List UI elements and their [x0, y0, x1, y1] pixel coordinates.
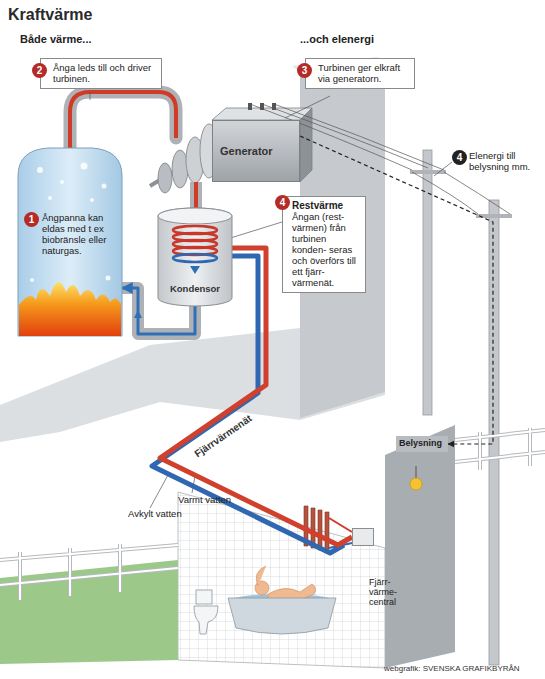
node-text: Ångpanna kan eldas med t ex biobränsle e…	[18, 148, 122, 256]
connector	[152, 248, 352, 553]
fence	[455, 428, 545, 470]
lighting-panel: Belysning	[396, 436, 448, 452]
credit-line: webgrafik: SVENSKA GRAFIKBYRÅN	[384, 664, 520, 673]
cylinder-top	[158, 208, 232, 224]
toilet-tank	[196, 590, 212, 604]
generator-box: Generator	[212, 120, 300, 182]
fence	[0, 544, 178, 600]
boiler-body	[18, 148, 122, 336]
pipe-label: Avkylt vatten	[128, 508, 182, 519]
bubble	[30, 278, 34, 282]
component-label: Generator	[213, 121, 299, 157]
house-wall	[385, 425, 455, 668]
power-pole	[489, 200, 499, 665]
leader-line	[90, 92, 452, 508]
fence	[455, 428, 545, 470]
section-heading: ...och elenergi	[300, 33, 374, 45]
cylinder-body	[158, 208, 232, 306]
bubble	[106, 276, 111, 281]
condenser-coil	[173, 226, 217, 234]
condenser-coil	[173, 240, 217, 248]
diagram-title: Kraftvärme	[8, 6, 92, 24]
turbine-disc	[172, 150, 188, 188]
node-text: Ånga leds till och driver turbinen.	[53, 62, 156, 84]
flow-arrow	[190, 266, 200, 274]
condenser-coil	[173, 254, 217, 262]
bubble	[48, 196, 52, 200]
callout-box: Turbinen ger elkraft via generatorn.	[305, 58, 415, 89]
fire	[19, 282, 121, 336]
power-pole	[423, 150, 432, 415]
fence	[0, 544, 178, 600]
node-text: Ångan (rest- värmen) från turbinen konde…	[292, 211, 361, 288]
turbine-outlet-pipe	[190, 182, 202, 212]
generator-side	[300, 108, 312, 182]
steam-flow	[70, 92, 176, 152]
node-text: Turbinen ger elkraft via generatorn.	[318, 62, 409, 84]
condenser-coil	[173, 233, 217, 241]
toilet-bowl	[194, 606, 218, 634]
turbine-disc	[158, 163, 172, 193]
bather-body	[256, 566, 315, 600]
turbine-outlet-flow	[194, 182, 198, 212]
bubble	[60, 180, 64, 184]
bubble	[102, 184, 107, 189]
bubble	[37, 167, 43, 173]
condenser-coil	[173, 247, 217, 255]
section-heading: Både värme...	[20, 33, 92, 45]
lamp-bracket	[416, 466, 417, 478]
callout-number: 4	[452, 150, 467, 165]
bubble	[90, 198, 94, 202]
heating-substation: Fjärr- värme- central	[352, 528, 374, 546]
callout-heading: Restvärme	[292, 200, 361, 211]
callout-box: Ånga leds till och driver turbinen.	[40, 58, 162, 89]
steam-boiler: Ångpanna kan eldas med t ex biobränsle e…	[18, 148, 122, 336]
radiator-pipe	[329, 518, 352, 532]
condenser: Kondensor	[158, 208, 232, 306]
flow-arrow	[134, 310, 142, 318]
steam-pipe	[70, 92, 176, 152]
bathtub	[228, 598, 336, 634]
bubble	[81, 163, 88, 170]
component-label: Belysning	[396, 436, 448, 448]
callout-text: Elenergi till belysning mm.	[469, 150, 541, 172]
lamp	[410, 478, 422, 490]
component-label: Fjärr- värme- central	[369, 577, 411, 607]
callout-box: RestvärmeÅngan (rest- värmen) från turbi…	[282, 196, 366, 293]
component-label: Kondensor	[158, 283, 232, 294]
